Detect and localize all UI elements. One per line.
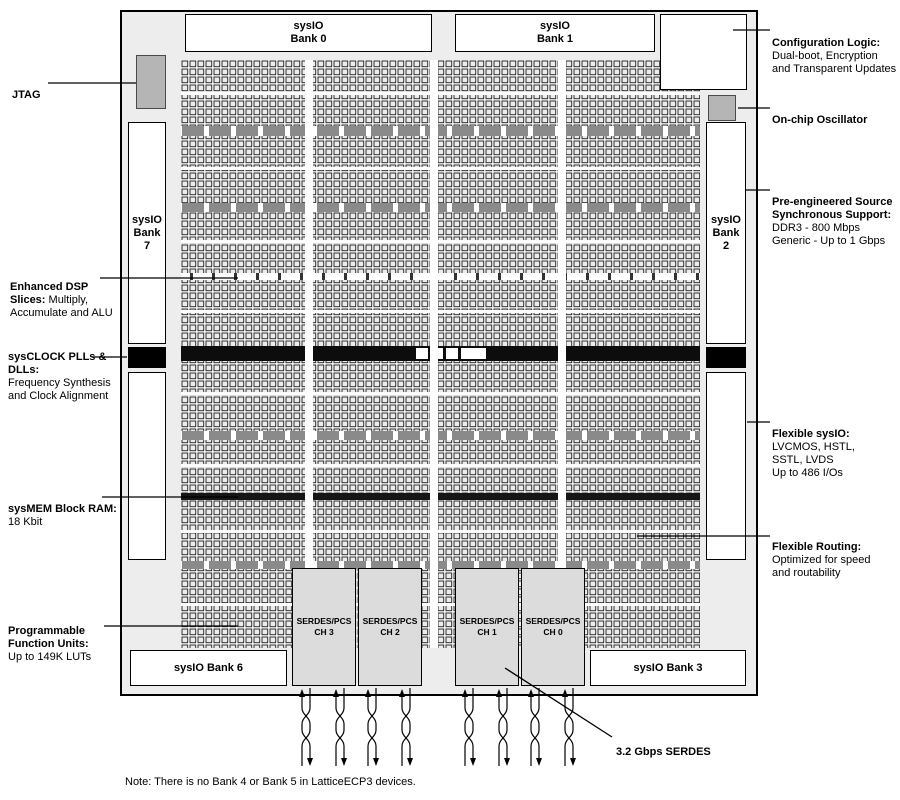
bank3-label: sysIO Bank 3: [633, 662, 703, 674]
callout-preeng-bold: Pre-engineered Source Synchronous Suppor…: [772, 196, 893, 221]
bank0-line1: sysIO: [293, 20, 324, 32]
bank1-line1: sysIO: [540, 20, 570, 32]
callout-config-text: Dual-boot, Encryption and Transparent Up…: [772, 50, 897, 75]
bank2-line1: sysIO: [711, 213, 741, 226]
callout-preeng: Pre-engineered Source Synchronous Suppor…: [772, 183, 900, 248]
serdes-io-arrows: [298, 687, 577, 767]
sysio-bank-3: sysIO Bank 3: [590, 650, 746, 686]
callout-sysclock-text: Frequency Synthesis and Clock Alignment: [8, 377, 111, 402]
callout-oscillator: On-chip Oscillator: [772, 101, 900, 127]
callout-routing-bold: Flexible Routing:: [772, 541, 862, 553]
sysio-bank-1: sysIO Bank 1: [455, 14, 655, 52]
sysio-bank-0: sysIO Bank 0: [185, 14, 432, 52]
callout-sysmem: sysMEM Block RAM: 18 Kbit: [8, 490, 126, 529]
callout-routing-text: Optimized for speed and routability: [772, 554, 871, 579]
sysmem-row: [181, 493, 700, 500]
serdes-ch2-line1: SERDES/PCS: [362, 616, 418, 626]
serdes-ch3: SERDES/PCS CH 3: [292, 568, 356, 686]
serdes-ch1-line2: CH 1: [477, 627, 497, 637]
callout-routing: Flexible Routing: Optimized for speed an…: [772, 528, 900, 580]
serdes-ch0: SERDES/PCS CH 0: [521, 568, 585, 686]
sysio-bank-2: sysIO Bank 2: [706, 122, 746, 344]
serdes-ch0-line1: SERDES/PCS: [525, 616, 581, 626]
callout-sysclock-bold: sysCLOCK PLLs & DLLs:: [8, 351, 107, 376]
column-gaps: [305, 60, 566, 648]
bank7-line1: sysIO: [132, 213, 162, 226]
dsp-rows: [181, 126, 700, 569]
sysio-bank-6: sysIO Bank 6: [130, 650, 287, 686]
callout-flexio: Flexible sysIO: LVCMOS, HSTL, SSTL, LVDS…: [772, 415, 900, 480]
serdes-ch1-line1: SERDES/PCS: [459, 616, 515, 626]
configuration-logic-block: [660, 14, 747, 90]
bank1-line2: Bank 1: [536, 33, 574, 45]
callout-sysclock: sysCLOCK PLLs & DLLs: Frequency Synthesi…: [8, 338, 120, 403]
callout-pfu-bold: Programmable Function Units:: [8, 625, 89, 650]
serdes-ch2-line2: CH 2: [380, 627, 400, 637]
pll-block-right: [706, 347, 746, 368]
bank2-line3: 2: [722, 239, 730, 252]
left-io-block-lower: [128, 372, 166, 560]
serdes-ch1: SERDES/PCS CH 1: [455, 568, 519, 686]
callout-dsp-bold: Enhanced DSP Slices:: [10, 281, 89, 306]
bank7-line2: Bank: [133, 226, 161, 239]
callout-jtag: JTAG: [12, 76, 72, 102]
callout-sysmem-bold: sysMEM Block RAM:: [8, 503, 117, 515]
footnote: Note: There is no Bank 4 or Bank 5 in La…: [125, 776, 416, 788]
pll-block-left: [128, 347, 166, 368]
right-io-block-lower: [706, 372, 746, 560]
callout-dsp: Enhanced DSP Slices: Multiply, Accumulat…: [10, 268, 122, 320]
serdes-ch3-line2: CH 3: [314, 627, 334, 637]
jtag-block: [136, 55, 166, 109]
bank7-line3: 7: [143, 239, 151, 252]
callout-serdes32-bold: 3.2 Gbps SERDES: [616, 746, 711, 758]
sysio-bank-7: sysIO Bank 7: [128, 122, 166, 344]
callout-flexio-bold: Flexible sysIO:: [772, 428, 850, 440]
serdes-ch2: SERDES/PCS CH 2: [358, 568, 422, 686]
serdes-ch3-line1: SERDES/PCS: [296, 616, 352, 626]
oscillator-block: [708, 95, 736, 121]
callout-flexio-text: LVCMOS, HSTL, SSTL, LVDS Up to 486 I/Os: [772, 441, 855, 479]
fabric-grid: [181, 60, 700, 648]
callout-pfu: Programmable Function Units: Up to 149K …: [8, 612, 126, 664]
bank0-line2: Bank 0: [290, 33, 327, 45]
callout-dsp-text: Multiply, Accumulate and ALU: [10, 294, 113, 319]
callout-config-bold: Configuration Logic:: [772, 37, 881, 49]
callout-config: Configuration Logic: Dual-boot, Encrypti…: [772, 24, 900, 76]
routing-gaps: [181, 92, 700, 606]
pll-row: [181, 346, 700, 361]
callout-jtag-bold: JTAG: [12, 89, 41, 101]
callout-sysmem-text: 18 Kbit: [8, 516, 43, 528]
callout-pfu-text: Up to 149K LUTs: [8, 651, 92, 663]
bank2-line2: Bank: [712, 226, 740, 239]
fpga-fabric: [181, 60, 700, 648]
callout-preeng-text: DDR3 - 800 Mbps Generic - Up to 1 Gbps: [772, 222, 886, 247]
callout-serdes32: 3.2 Gbps SERDES: [616, 733, 736, 759]
bank6-label: sysIO Bank 6: [173, 662, 244, 674]
serdes-ch0-line2: CH 0: [543, 627, 563, 637]
callout-oscillator-bold: On-chip Oscillator: [772, 114, 868, 126]
